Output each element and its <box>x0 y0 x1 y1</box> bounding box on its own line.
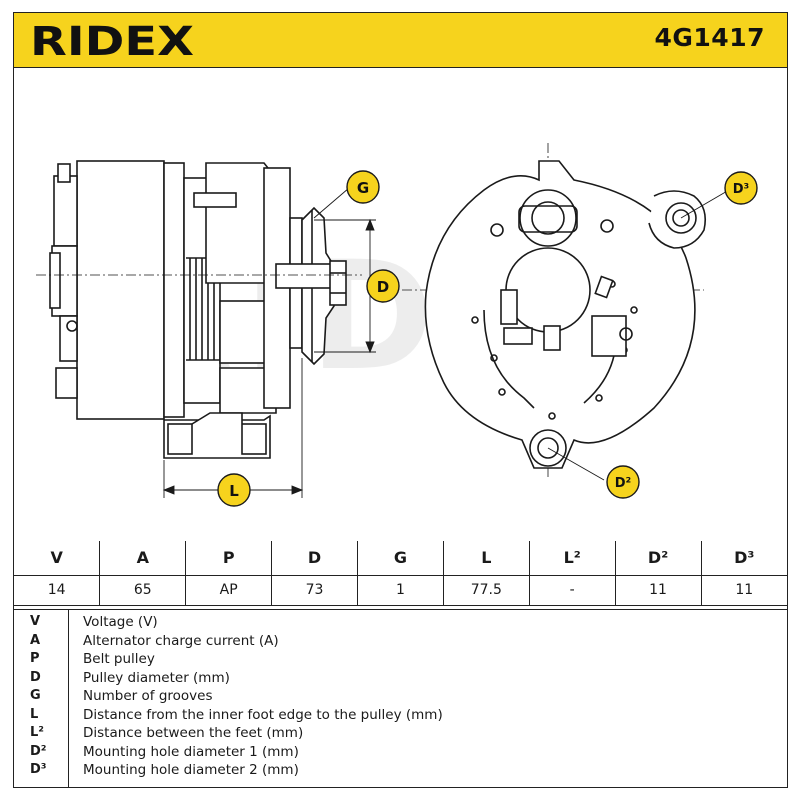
legend-item: G Number of grooves <box>14 687 787 706</box>
specs-header-row: V A P D G L L² D² D³ <box>14 541 787 576</box>
leader-d3 <box>680 189 730 219</box>
spec-value: AP <box>185 574 273 606</box>
legend-desc: Mounting hole diameter 2 (mm) <box>83 762 299 778</box>
callout-l: L <box>217 473 251 507</box>
legend-desc: Distance between the feet (mm) <box>83 725 304 741</box>
spec-header: V <box>14 541 101 576</box>
legend-desc: Voltage (V) <box>83 614 158 630</box>
legend-key: V <box>30 614 41 629</box>
spec-value: 77.5 <box>442 574 530 606</box>
legend-key: D <box>30 669 41 685</box>
callout-d: D <box>366 269 400 303</box>
legend-key: L² <box>30 725 44 740</box>
part-number: 4G1417 <box>654 23 765 52</box>
legend-desc: Distance from the inner foot edge to the… <box>83 706 443 723</box>
spec-header: L² <box>528 541 616 576</box>
legend-key: D³ <box>30 762 47 777</box>
legend-desc: Number of grooves <box>83 688 213 704</box>
spec-value: 11 <box>700 574 787 606</box>
specs-table: V A P D G L L² D² D³ 14 65 AP 73 1 77.5 … <box>14 541 787 606</box>
legend-key: L <box>30 706 39 722</box>
callout-g: G <box>346 170 380 204</box>
legend-item: D Pulley diameter (mm) <box>14 669 787 688</box>
legend-key: A <box>30 632 41 648</box>
spec-value: 73 <box>271 574 358 606</box>
spec-header: D² <box>614 541 702 576</box>
legend-item: L Distance from the inner foot edge to t… <box>14 706 787 725</box>
legend-key: G <box>30 688 41 703</box>
legend-item: L² Distance between the feet (mm) <box>14 724 787 743</box>
legend-desc: Alternator charge current (A) <box>83 632 279 649</box>
spec-value: 65 <box>99 574 187 606</box>
callout-d3: D³ <box>724 171 758 205</box>
header-bar: RIDEX 4G1417 <box>14 13 787 68</box>
spec-value: 14 <box>14 574 101 606</box>
legend-divider <box>68 610 69 788</box>
datasheet: RIDEX 4G1417 RIDEX <box>13 12 788 788</box>
spec-value: - <box>528 574 616 606</box>
ridex-logo: RIDEX <box>30 19 194 61</box>
legend-key: P <box>30 651 40 666</box>
spec-header: P <box>185 541 273 576</box>
spec-value: 1 <box>357 574 444 606</box>
legend-key: D² <box>30 743 47 759</box>
svg-text:G: G <box>357 179 369 197</box>
legend-desc: Mounting hole diameter 1 (mm) <box>83 743 299 760</box>
legend-item: D² Mounting hole diameter 1 (mm) <box>14 743 787 762</box>
legend-item: D³ Mounting hole diameter 2 (mm) <box>14 761 787 780</box>
legend: V Voltage (V) A Alternator charge curren… <box>14 609 787 788</box>
specs-value-row: 14 65 AP 73 1 77.5 - 11 11 <box>14 574 787 606</box>
svg-text:L: L <box>229 482 239 500</box>
legend-item: A Alternator charge current (A) <box>14 632 787 651</box>
spec-header: A <box>99 541 187 576</box>
leader-d2 <box>547 447 605 481</box>
spec-value: 11 <box>614 574 702 606</box>
svg-text:RIDEX: RIDEX <box>30 19 194 61</box>
callout-d2: D² <box>606 465 640 499</box>
svg-text:D³: D³ <box>733 182 750 197</box>
spec-header: G <box>357 541 444 576</box>
svg-text:D: D <box>377 278 389 296</box>
spec-header: D <box>271 541 358 576</box>
legend-desc: Pulley diameter (mm) <box>83 669 230 686</box>
legend-item: P Belt pulley <box>14 650 787 669</box>
legend-item: V Voltage (V) <box>14 613 787 632</box>
spec-header: L <box>442 541 530 576</box>
svg-text:D²: D² <box>615 476 632 491</box>
technical-drawing: RIDEX <box>36 143 758 507</box>
front-view <box>424 160 707 469</box>
side-view <box>49 160 347 459</box>
legend-desc: Belt pulley <box>83 651 155 667</box>
leader-g <box>313 187 350 219</box>
spec-header: D³ <box>700 541 787 576</box>
